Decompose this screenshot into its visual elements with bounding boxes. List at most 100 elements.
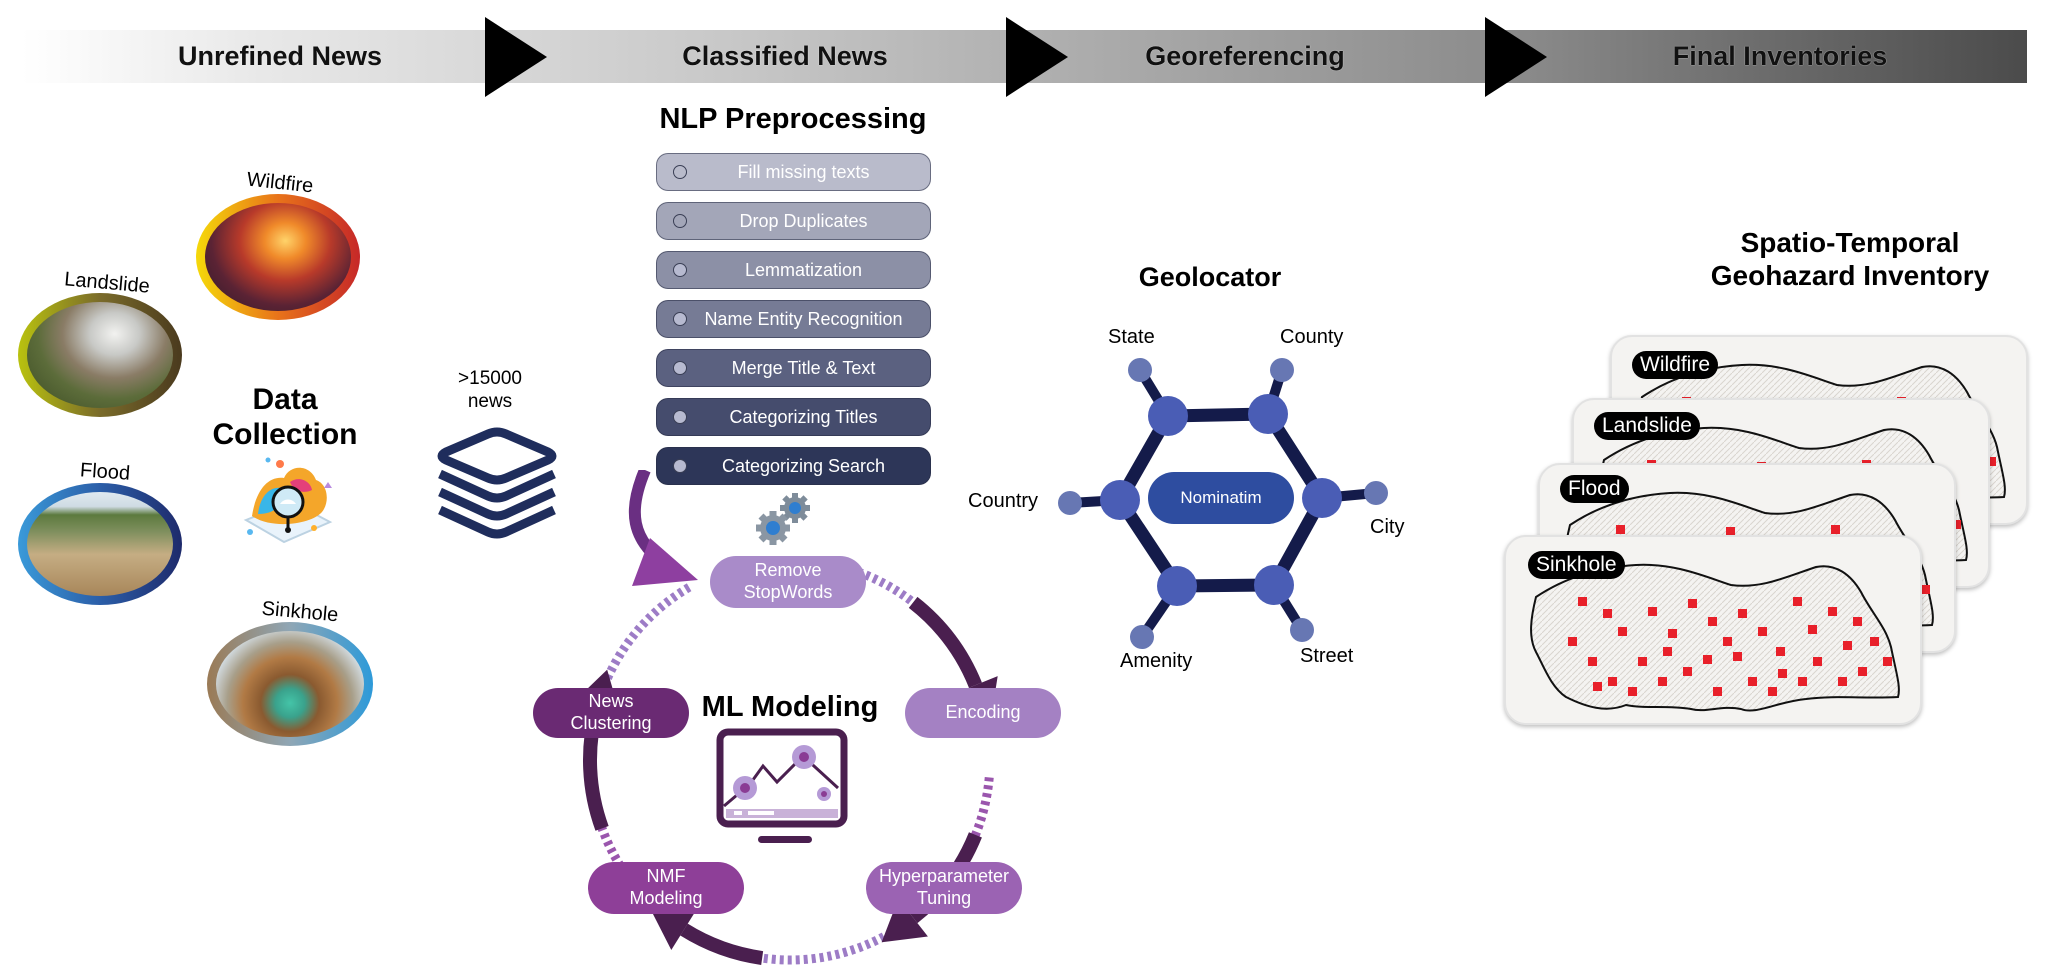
nlp-step-label: Merge Title & Text [731, 358, 876, 378]
event-marker [1648, 607, 1657, 616]
event-marker [1638, 657, 1647, 666]
nlp-step-2: Drop Duplicates [656, 202, 931, 240]
geo-label-country: Country [968, 490, 1039, 512]
cycle-arrow-icon [650, 908, 764, 965]
data-search-icon [243, 457, 333, 544]
ml-step-label-line1: Hyperparameter [878, 866, 1010, 887]
nlp-step-5: Merge Title & Text [656, 349, 931, 387]
ml-step-label-line1: NMF [646, 866, 686, 887]
data-collection-title-line1: Data [252, 383, 318, 416]
stage-arrow-icon [1485, 17, 1547, 97]
ml-step-label-line2: Tuning [916, 888, 972, 908]
stage-arrow-icon [485, 17, 547, 97]
event-marker [1708, 617, 1717, 626]
sinkhole-image-icon [207, 622, 373, 746]
stage-label-georeferencing: Georeferencing [1145, 41, 1345, 71]
nlp-step-3: Lemmatization [656, 251, 931, 289]
event-marker [1608, 677, 1617, 686]
news-count: >15000 news [430, 368, 550, 414]
event-marker [1726, 527, 1735, 536]
bullet-icon [673, 214, 687, 228]
event-marker [1853, 617, 1862, 626]
geo-hub-node [1148, 396, 1188, 436]
event-marker [1748, 677, 1757, 686]
nlp-step-label: Drop Duplicates [739, 211, 868, 231]
event-marker [1768, 687, 1777, 696]
geo-label-street: Street [1300, 645, 1354, 667]
event-marker [1688, 599, 1697, 608]
geo-label-state: State [1108, 326, 1155, 348]
event-marker [1921, 585, 1930, 594]
bullet-icon [673, 459, 687, 473]
ml-step-label-line1: Remove [754, 560, 822, 581]
event-marker [1738, 609, 1747, 618]
event-marker [1616, 525, 1625, 534]
nlp-preprocessing-title: NLP Preprocessing [659, 103, 927, 135]
event-marker [1578, 597, 1587, 606]
geo-label-amenity: Amenity [1120, 650, 1193, 672]
data-collection-title: Data Collection [205, 382, 365, 453]
bullet-icon [673, 361, 687, 375]
bullet-icon [673, 312, 687, 326]
event-marker [1987, 457, 1996, 466]
map-label-landslide: Landslide [1594, 412, 1700, 440]
inventory-map-sinkhole: Sinkhole [1504, 535, 1922, 725]
nlp-step-label: Categorizing Titles [729, 407, 878, 427]
map-label-wildfire: Wildfire [1632, 351, 1719, 379]
nlp-step-label: Name Entity Recognition [704, 309, 903, 329]
event-marker [1593, 682, 1602, 691]
geo-label-city: City [1370, 516, 1405, 538]
stage-label-classified-news: Classified News [682, 41, 888, 71]
event-marker [1952, 520, 1961, 529]
flood-image-icon [18, 483, 182, 605]
bullet-icon [673, 165, 687, 179]
ml-step-2: Encoding [905, 688, 1061, 738]
event-marker [1603, 609, 1612, 618]
event-marker [1713, 687, 1722, 696]
event-marker [1831, 525, 1840, 534]
event-marker [1870, 637, 1879, 646]
ml-step-label-line1: News [588, 691, 634, 712]
event-marker [1778, 669, 1787, 678]
ml-step-label-line1: Encoding [945, 702, 1021, 723]
data-collection-title-line2: Collection [212, 418, 358, 452]
geo-label-county: County [1280, 326, 1344, 348]
inventory-title-line1: Spatio-Temporal [1740, 227, 1960, 258]
map-label-sinkhole: Sinkhole [1528, 551, 1625, 579]
event-marker [1568, 637, 1577, 646]
geolocator-title: Geolocator [1138, 262, 1282, 292]
event-marker [1843, 641, 1852, 650]
event-marker [1808, 625, 1817, 634]
event-marker [1703, 655, 1712, 664]
geo-leaf-node [1364, 481, 1388, 505]
ml-modeling-title: ML Modeling [701, 691, 879, 723]
geo-hub-node [1157, 566, 1197, 606]
event-marker [1858, 667, 1867, 676]
event-marker [1723, 637, 1732, 646]
geo-leaf-node [1058, 491, 1082, 515]
geo-hub-node [1254, 565, 1294, 605]
event-marker [1883, 657, 1892, 666]
bullet-icon [673, 263, 687, 277]
event-marker [1758, 627, 1767, 636]
nlp-step-6: Categorizing Titles [656, 398, 931, 436]
wildfire-image-icon [196, 194, 360, 320]
geo-leaf-node [1130, 625, 1154, 649]
inventory-title: Spatio-Temporal Geohazard Inventory [1680, 226, 2020, 292]
bullet-icon [673, 410, 687, 424]
event-marker [1838, 677, 1847, 686]
geo-leaf-node [1128, 358, 1152, 382]
geo-hub-node [1248, 394, 1288, 434]
event-marker [1793, 597, 1802, 606]
geo-hub-node [1302, 478, 1342, 518]
nominatim-node: Nominatim [1148, 472, 1294, 524]
geo-leaf-node [1290, 618, 1314, 642]
event-marker [1813, 657, 1822, 666]
event-marker [1618, 627, 1627, 636]
stage-label-final-inventories: Final Inventories [1672, 41, 1888, 71]
stage-arrow-icon [1006, 17, 1068, 97]
